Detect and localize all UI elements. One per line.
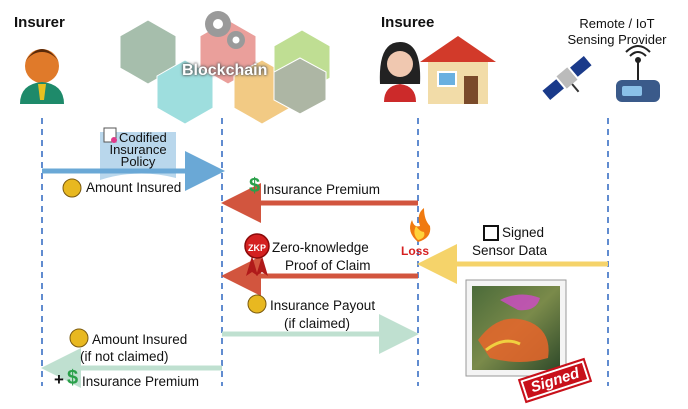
zkp-seal-icon xyxy=(244,233,270,276)
zkp-line1: Zero-knowledge xyxy=(272,240,369,255)
plus-sign: + xyxy=(54,370,64,389)
policy-line2: Insurance xyxy=(109,142,167,157)
insuree-avatar-icon xyxy=(379,42,421,102)
provider-label-line2: Sensing Provider xyxy=(567,32,667,47)
fire-icon xyxy=(410,208,431,242)
payout-line2: (if claimed) xyxy=(284,316,351,331)
signed-line1: Signed xyxy=(502,225,545,240)
not-claimed-label: (if not claimed) xyxy=(80,349,169,364)
amount-insured-label: Amount Insured xyxy=(86,180,182,195)
premium-2-label: Insurance Premium xyxy=(82,374,200,389)
amount-insured-2-label: Amount Insured xyxy=(92,332,188,347)
map-image xyxy=(465,279,567,377)
dollar-icon-2: $ xyxy=(67,367,79,389)
loss-label: Loss xyxy=(401,244,430,258)
iot-device-icon xyxy=(616,45,660,102)
satellite-icon xyxy=(542,56,592,100)
zkp-line2: Proof of Claim xyxy=(285,258,371,273)
signed-line2: Sensor Data xyxy=(472,243,548,258)
house-icon xyxy=(420,36,496,104)
zkp-badge: ZKP xyxy=(248,243,266,253)
premium-label: Insurance Premium xyxy=(263,182,381,197)
gear-icon xyxy=(205,11,245,49)
money-bag-icon xyxy=(62,178,267,348)
provider-label-line1: Remote / IoT xyxy=(579,16,655,31)
insuree-label: Insuree xyxy=(381,14,435,31)
blockchain-label: Blockchain xyxy=(182,62,268,79)
insurer-label: Insurer xyxy=(14,14,65,31)
insurer-avatar-icon xyxy=(20,49,64,104)
policy-line1: Codified xyxy=(119,130,167,145)
policy-document-box xyxy=(100,127,176,180)
payout-line1: Insurance Payout xyxy=(270,298,376,313)
checkbox-icon xyxy=(483,225,499,241)
dollar-icon: $ xyxy=(249,175,261,197)
policy-line3: Policy xyxy=(120,154,156,169)
